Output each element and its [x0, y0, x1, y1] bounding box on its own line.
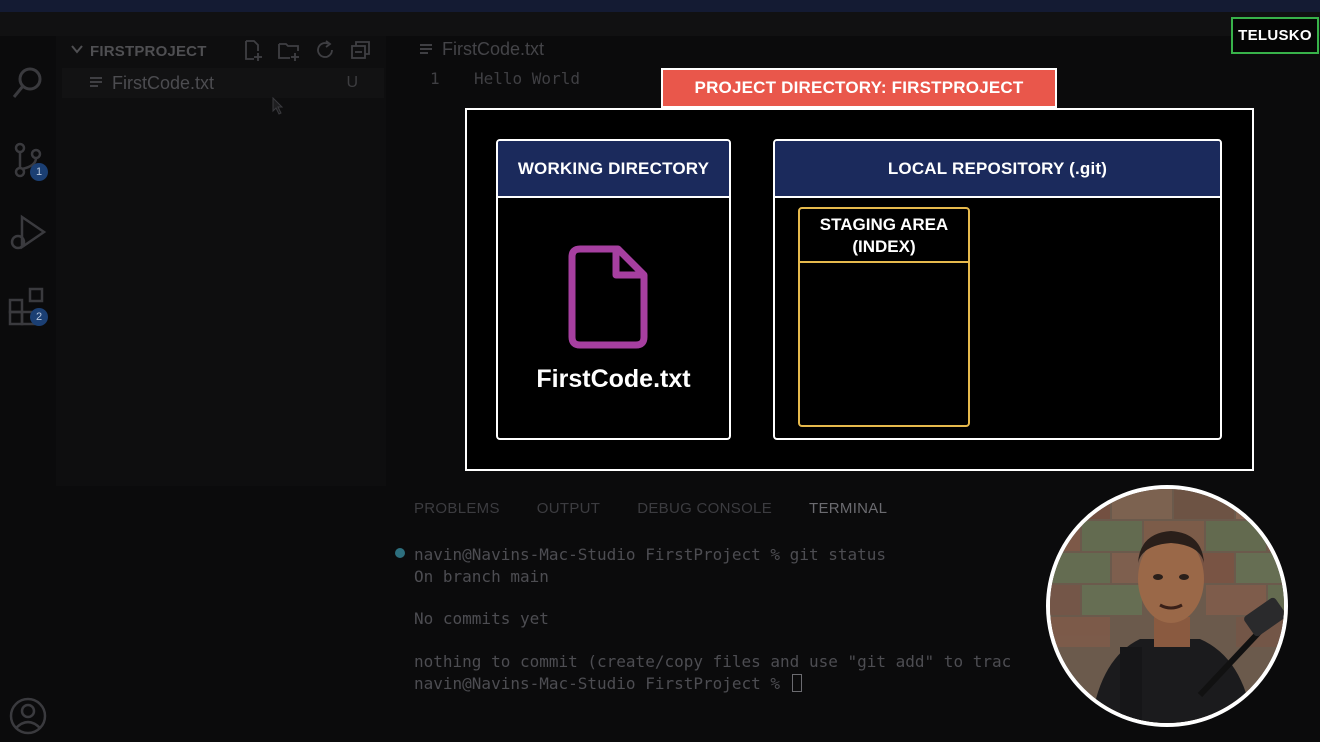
brand-badge: TELUSKO — [1231, 17, 1319, 54]
project-directory-label: PROJECT DIRECTORY: FIRSTPROJECT — [661, 68, 1057, 108]
working-file-label: FirstCode.txt — [536, 365, 691, 393]
panel-tabs: PROBLEMS OUTPUT DEBUG CONSOLE TERMINAL — [414, 500, 887, 517]
terminal-status-dot — [395, 548, 405, 558]
staging-area-header: STAGING AREA (INDEX) — [800, 209, 968, 263]
terminal-line: On branch main — [414, 567, 549, 586]
staging-area-subtitle: (INDEX) — [852, 237, 916, 256]
search-icon[interactable] — [8, 64, 48, 104]
local-repository-header: LOCAL REPOSITORY (.git) — [775, 141, 1220, 198]
explorer-panel: FIRSTPROJECT FirstCode.txt U — [56, 36, 386, 486]
window-titlebar — [0, 0, 1320, 12]
working-directory-header: WORKING DIRECTORY — [498, 141, 729, 198]
terminal-prompt: navin@Navins-Mac-Studio FirstProject % — [414, 674, 790, 693]
explorer-toolbar — [242, 39, 372, 66]
editor-tab[interactable]: FirstCode.txt — [418, 39, 544, 60]
source-control-badge: 1 — [30, 163, 48, 181]
refresh-icon[interactable] — [314, 39, 336, 66]
collapse-all-icon[interactable] — [350, 39, 372, 66]
staging-area-box: STAGING AREA (INDEX) — [798, 207, 970, 427]
terminal-cursor — [791, 674, 802, 692]
tab-output[interactable]: OUTPUT — [536, 500, 601, 517]
line-text: Hello World — [474, 69, 580, 88]
working-directory-box: WORKING DIRECTORY FirstCode.txt — [496, 139, 731, 440]
mouse-pointer-icon — [272, 97, 284, 115]
terminal-prompt-line[interactable]: navin@Navins-Mac-Studio FirstProject % — [414, 674, 802, 693]
new-file-icon[interactable] — [242, 39, 264, 66]
tab-problems[interactable]: PROBLEMS — [414, 500, 500, 517]
tab-debug-console[interactable]: DEBUG CONSOLE — [637, 500, 772, 517]
file-icon — [568, 245, 648, 349]
account-icon[interactable] — [8, 696, 48, 736]
tab-terminal[interactable]: TERMINAL — [809, 500, 888, 517]
new-folder-icon[interactable] — [278, 39, 300, 66]
top-strip — [0, 12, 1320, 36]
file-status-badge: U — [346, 74, 358, 91]
terminal-line: nothing to commit (create/copy files and… — [414, 652, 1012, 671]
explorer-file-name: FirstCode.txt — [112, 72, 215, 93]
line-number: 1 — [430, 69, 440, 88]
presenter-image — [1050, 489, 1284, 723]
source-control-icon[interactable]: 1 — [8, 140, 48, 181]
extensions-badge: 2 — [30, 308, 48, 326]
explorer-project-title: FIRSTPROJECT — [90, 42, 207, 60]
activity-bar: 1 2 — [0, 36, 56, 742]
run-debug-icon[interactable] — [8, 212, 48, 252]
explorer-project-header[interactable]: FIRSTPROJECT — [70, 42, 207, 60]
chevron-down-icon — [70, 42, 84, 60]
explorer-file-item[interactable]: FirstCode.txt U — [62, 68, 384, 98]
terminal-line: No commits yet — [414, 609, 549, 628]
terminal-line: navin@Navins-Mac-Studio FirstProject % g… — [414, 545, 887, 564]
staging-area-title: STAGING AREA — [819, 215, 949, 234]
presenter-video — [1046, 485, 1288, 727]
editor-tab-label: FirstCode.txt — [442, 39, 545, 59]
text-file-icon — [420, 43, 432, 54]
text-file-icon — [90, 77, 102, 87]
extensions-icon[interactable]: 2 — [8, 286, 48, 326]
code-line[interactable]: 1 Hello World — [430, 69, 580, 88]
